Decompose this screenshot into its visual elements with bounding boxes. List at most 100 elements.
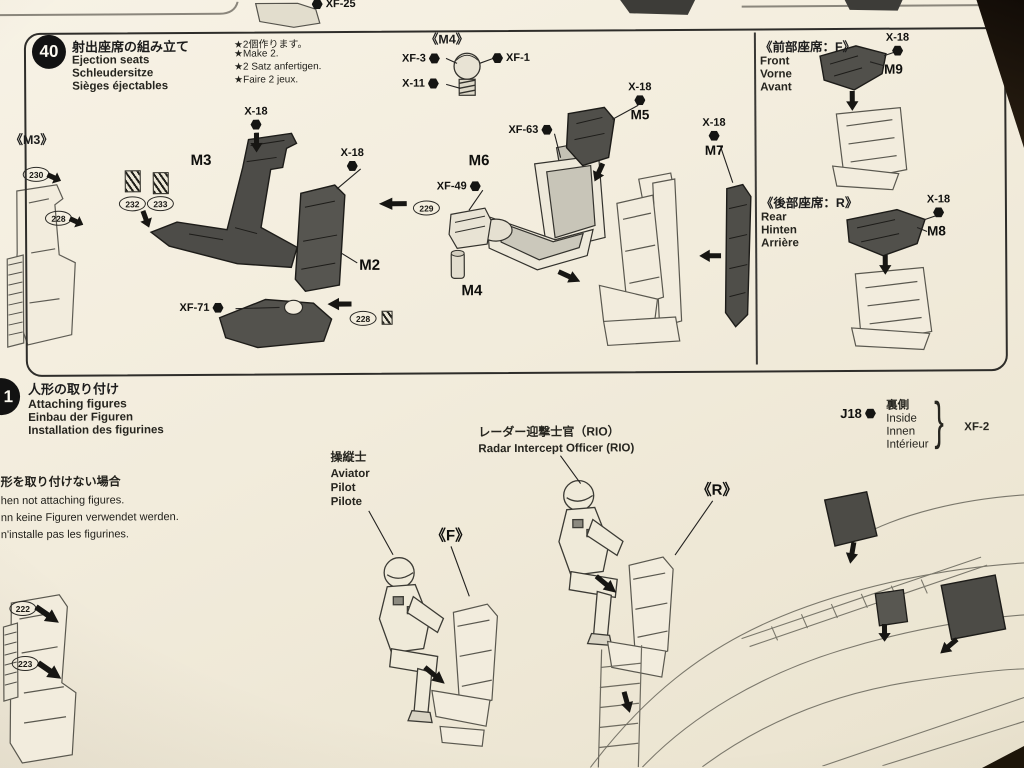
step40-title-fr: Sièges éjectables — [72, 80, 169, 93]
paint-callout-x18-m9: X-18 — [886, 32, 909, 56]
step-number: 1 — [3, 386, 14, 406]
rio-label-en: Radar Intercept Officer (RIO) — [478, 442, 635, 456]
paint-callout-x18-m2: X-18 — [341, 147, 364, 171]
step41-title-de: Einbau der Figuren — [28, 411, 134, 424]
skip-note-de: nn keine Figuren verwendet werden. — [0, 511, 179, 525]
paint-code: X-18 — [244, 105, 268, 118]
skip-note-en: hen not attaching figures. — [0, 494, 125, 508]
m7-callout-group: X-18 M7 — [702, 117, 726, 158]
step40-title-en: Ejection seats — [71, 54, 150, 67]
seat-base-part-illustration — [218, 298, 333, 349]
glass-panel-b — [940, 574, 1007, 641]
paint-chip-icon — [428, 78, 439, 88]
rear-cockpit-seat-illustration — [606, 556, 674, 678]
front-seat-en: Front — [759, 55, 790, 68]
step40-note-de: ★2 Satz anfertigen. — [234, 61, 322, 73]
m8-part-illustration — [846, 208, 926, 257]
paint-code: X-11 — [402, 77, 425, 90]
decal-number-232: 232 — [118, 196, 146, 212]
paint-code: X-18 — [926, 193, 951, 206]
skip-note-fr: n'installe pas les figurines. — [0, 528, 130, 542]
left-seat-rail-illustration — [6, 184, 76, 348]
paint-chip-icon — [492, 53, 503, 63]
j18-callout: J18 — [840, 406, 876, 421]
m9-part-illustration — [819, 45, 887, 91]
rear-seat-fr: Arrière — [761, 237, 799, 250]
skip-note-ja: 形を取り付けない場合 — [0, 474, 121, 490]
m2-rail-part-illustration — [294, 184, 346, 293]
previous-box-edges — [0, 1, 982, 17]
paint-callout-x11: X-11 — [402, 77, 439, 90]
m5-callout-group: X-18 M5 — [628, 81, 652, 122]
step40-title-de: Schleudersitze — [72, 67, 154, 80]
m3-frame-part-illustration — [149, 132, 298, 269]
paint-chip-icon — [212, 303, 223, 313]
decal-stripe-patch — [124, 170, 141, 193]
pilot-label-fr: Pilote — [330, 495, 363, 509]
part-label-j18: J18 — [840, 405, 862, 421]
paint-callout-xf25: XF-25 — [312, 0, 356, 10]
decal-number-222: 222 — [9, 600, 37, 617]
j18-inside-fr: Intérieur — [886, 438, 929, 451]
paint-callout-xf63: XF-63 — [508, 124, 552, 136]
canopy-detail-part — [874, 588, 909, 627]
paint-code: X-18 — [340, 146, 364, 160]
paint-chip-icon — [312, 0, 323, 9]
paint-chip-icon — [347, 161, 358, 171]
front-seat-fr: Avant — [760, 81, 792, 94]
paint-chip-icon — [709, 131, 720, 141]
part-label-m7: M7 — [704, 142, 724, 158]
paint-chip-icon — [865, 408, 876, 418]
paint-callout-xf3: XF-3 — [402, 52, 440, 65]
part-label-m6: M6 — [468, 152, 490, 170]
step40-number-badge: 40 — [31, 34, 67, 69]
m4-handle-illustration — [453, 52, 481, 96]
paint-chip-icon — [933, 207, 944, 217]
j18-inside-en: Inside — [886, 412, 917, 425]
paint-chip-icon — [470, 181, 481, 191]
paint-code: XF-25 — [325, 0, 356, 11]
leader-lines — [235, 51, 938, 597]
step40-note-fr: ★Faire 2 jeux. — [234, 74, 299, 86]
front-seat-de: Vorne — [760, 68, 792, 81]
front-seat-heading: 《前部座席：F》 — [759, 39, 856, 55]
decal-stripe-patch — [381, 310, 393, 325]
part-label-m9: M9 — [884, 61, 903, 77]
m4-subassembly-heading: 《M4》 — [425, 32, 469, 47]
decal-number-233: 233 — [146, 196, 174, 212]
decal-number-228: 228 — [44, 210, 73, 226]
paint-callout-xf2: XF-2 — [964, 421, 990, 434]
rear-seat-heading: 《後部座席：R》 — [760, 195, 858, 211]
decal-number-230: 230 — [22, 166, 50, 182]
rear-seat-de: Hinten — [761, 224, 797, 237]
front-cockpit-seat-illustration — [431, 603, 499, 747]
paint-callout-x18-m3: X-18 — [244, 105, 268, 129]
part-label-m5: M5 — [630, 107, 650, 123]
step40-note-en: ★Make 2. — [233, 48, 279, 60]
pilot-label-en: Aviator — [330, 467, 370, 481]
rear-position-label: 《R》 — [696, 481, 738, 499]
assembled-seat-illustration — [598, 172, 683, 347]
front-position-label: 《F》 — [430, 527, 471, 545]
m4-cylinder-part-illustration — [450, 249, 465, 279]
pilot-label-de: Pilot — [330, 481, 356, 495]
paint-chip-icon — [541, 125, 552, 135]
paint-callout-x18-m8: X-18 — [927, 193, 950, 217]
part-label-m4: M4 — [461, 282, 483, 300]
part-label-m8: M8 — [927, 223, 946, 239]
top-strip-parts — [254, 0, 904, 28]
bracket-glyph: } — [934, 392, 944, 451]
paint-code: XF-71 — [179, 301, 210, 315]
left-ejection-seat-illustration — [2, 594, 77, 764]
part-label-m2: M2 — [359, 256, 381, 274]
decal-number-229: 229 — [412, 200, 440, 216]
paint-code: XF-1 — [505, 51, 530, 65]
paint-callout-xf49: XF-49 — [437, 180, 481, 192]
step40-title-ja: 射出座席の組み立て — [71, 38, 189, 55]
paint-callout-xf71: XF-71 — [179, 302, 223, 314]
decal-number-228b: 228 — [349, 310, 377, 326]
j18-inside-ja: 裏側 — [886, 399, 910, 412]
